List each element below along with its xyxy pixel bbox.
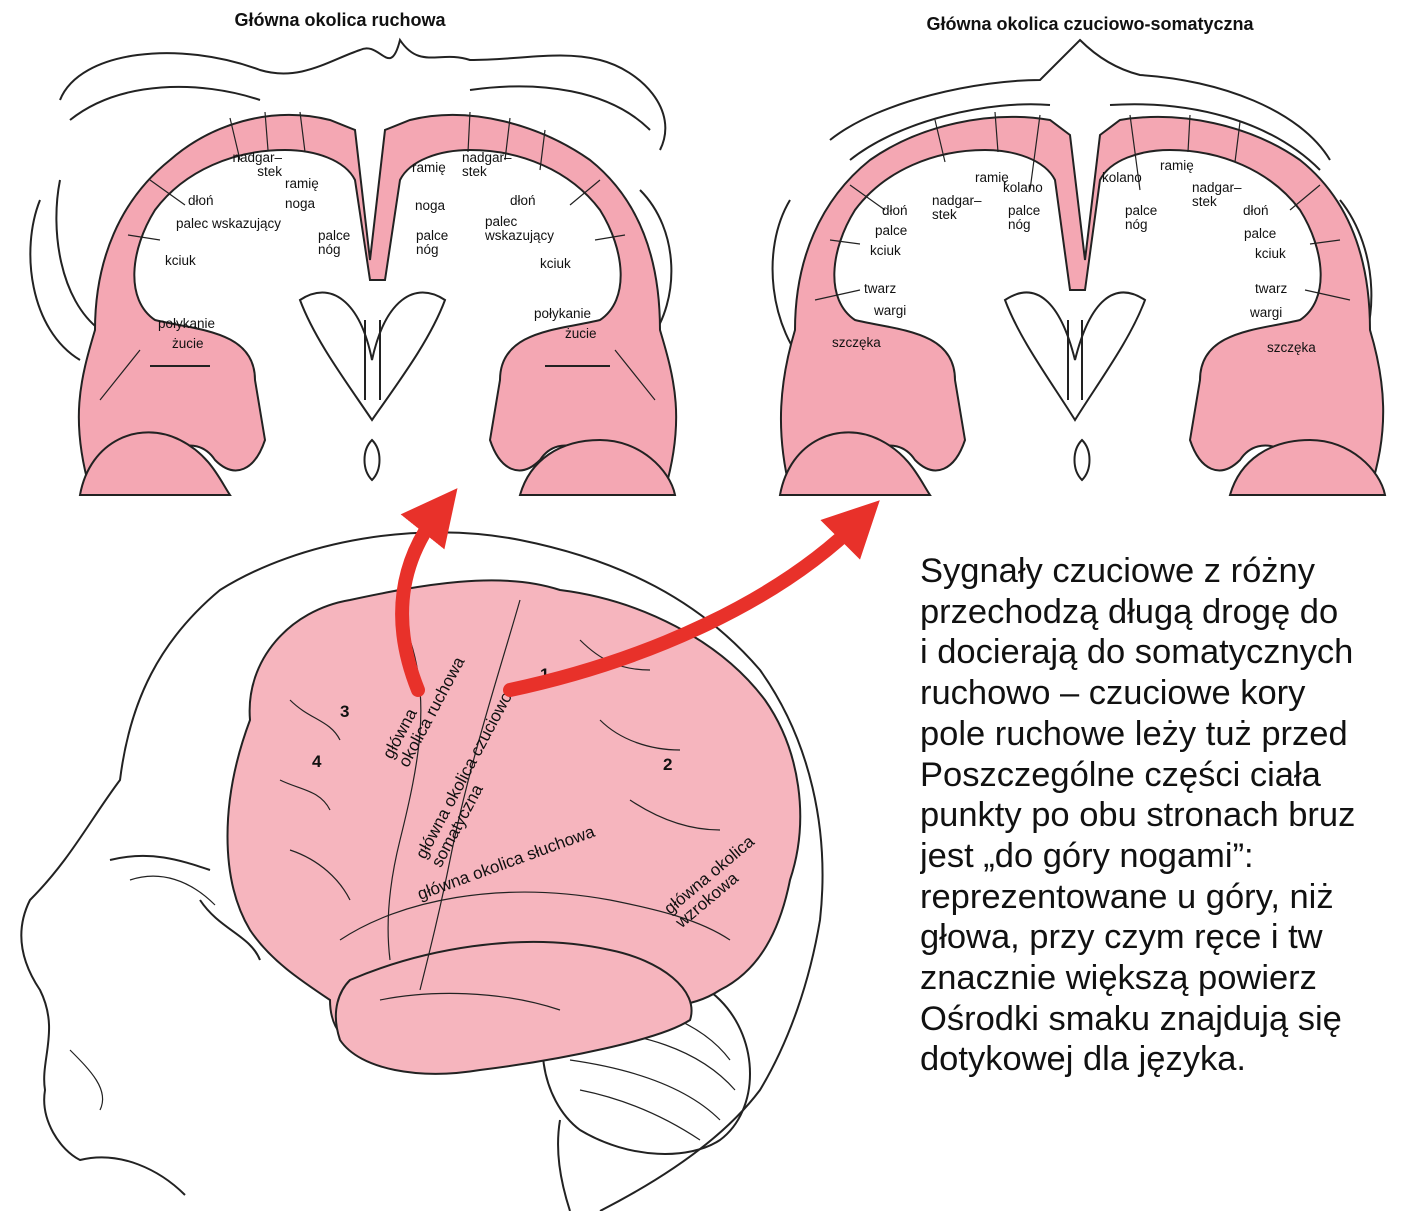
sensory-label-kciuk-left: kciuk <box>870 243 901 258</box>
motor-label-ramie-left: ramię <box>285 176 319 191</box>
brain-area-number-4: 4 <box>312 752 322 771</box>
sensory-label-nadgarstek-left: nadgar–stek <box>932 193 982 222</box>
sensory-label-palce-right: palce <box>1244 226 1276 241</box>
sensory-label-kolano-left: kolano <box>1003 180 1043 195</box>
sensory-label-wargi-right: wargi <box>1249 305 1282 320</box>
motor-label-zucie-left: żucie <box>172 336 204 351</box>
sensory-label-dlon-right: dłoń <box>1243 203 1269 218</box>
description-line: dotykowej dla języka. <box>920 1039 1390 1080</box>
description-line: jest „do góry nogami”: <box>920 836 1390 877</box>
description-line: pole ruchowe leży tuż przed <box>920 714 1390 755</box>
motor-label-kciuk-left: kciuk <box>165 253 196 268</box>
sensory-label-szczeka-right: szczęka <box>1267 340 1316 355</box>
description-line: punkty po obu stronach bruz <box>920 795 1390 836</box>
sensory-section-title: Główna okolica czuciowo-somatyczna <box>926 14 1254 34</box>
description-line: Sygnały czuciowe z różny <box>920 551 1390 592</box>
motor-label-noga-right: noga <box>415 198 446 213</box>
description-line: ruchowo – czuciowe kory <box>920 673 1390 714</box>
sensory-label-twarz-left: twarz <box>864 281 897 296</box>
description-line: głowa, przy czym ręce i tw <box>920 917 1390 958</box>
sensory-label-dlon-left: dłoń <box>882 203 908 218</box>
sensory-label-nadgarstek-right: nadgar–stek <box>1192 180 1242 209</box>
description-line: znacznie większą powierz <box>920 958 1390 999</box>
motor-label-noga-left: noga <box>285 196 316 211</box>
motor-section-title: Główna okolica ruchowa <box>234 10 446 30</box>
motor-label-kciuk-right: kciuk <box>540 256 571 271</box>
motor-label-nadgarstek-right: nadgar–stek <box>462 150 512 179</box>
motor-label-dlon-left: dłoń <box>188 193 214 208</box>
motor-cortex-band <box>79 115 676 490</box>
motor-label-ramie-right: ramię <box>412 160 446 175</box>
sensory-cortex-band <box>781 117 1383 490</box>
motor-label-polykanie-left: połykanie <box>158 316 215 331</box>
motor-label-zucie-right: żucie <box>565 326 597 341</box>
description-line: Ośrodki smaku znajdują się <box>920 999 1390 1040</box>
description-text: Sygnały czuciowe z różny przechodzą dług… <box>920 551 1390 1211</box>
sensory-label-palce-left: palce <box>875 223 907 238</box>
sensory-label-szczeka-left: szczęka <box>832 335 881 350</box>
sensory-label-ramie-right: ramię <box>1160 158 1194 173</box>
brain-lateral-view: 1 2 3 4 głównaokolica ruchowa główna oko… <box>228 580 801 1073</box>
motor-cross-section: Główna okolica ruchowa nadgar–stek ramię… <box>30 10 676 495</box>
sensory-cross-section: Główna okolica czuciowo-somatyczna ramię… <box>773 14 1385 495</box>
motor-label-dlon-right: dłoń <box>510 193 536 208</box>
sensory-label-wargi-left: wargi <box>873 303 906 318</box>
sensory-label-twarz-right: twarz <box>1255 281 1288 296</box>
sensory-label-kciuk-right: kciuk <box>1255 246 1286 261</box>
brain-area-number-2: 2 <box>663 755 672 774</box>
motor-label-polykanie-right: połykanie <box>534 306 591 321</box>
description-line: Poszczególne części ciała <box>920 755 1390 796</box>
brain-area-number-3: 3 <box>340 702 349 721</box>
sensory-label-kolano-right: kolano <box>1102 170 1142 185</box>
motor-label-palec-left: palec wskazujący <box>176 216 281 231</box>
description-line: reprezentowane u góry, niż <box>920 877 1390 918</box>
description-line: i docierają do somatycznych <box>920 632 1390 673</box>
motor-label-nadgarstek-left: nadgar–stek <box>232 150 282 179</box>
description-line: przechodzą długą drogę do <box>920 592 1390 633</box>
